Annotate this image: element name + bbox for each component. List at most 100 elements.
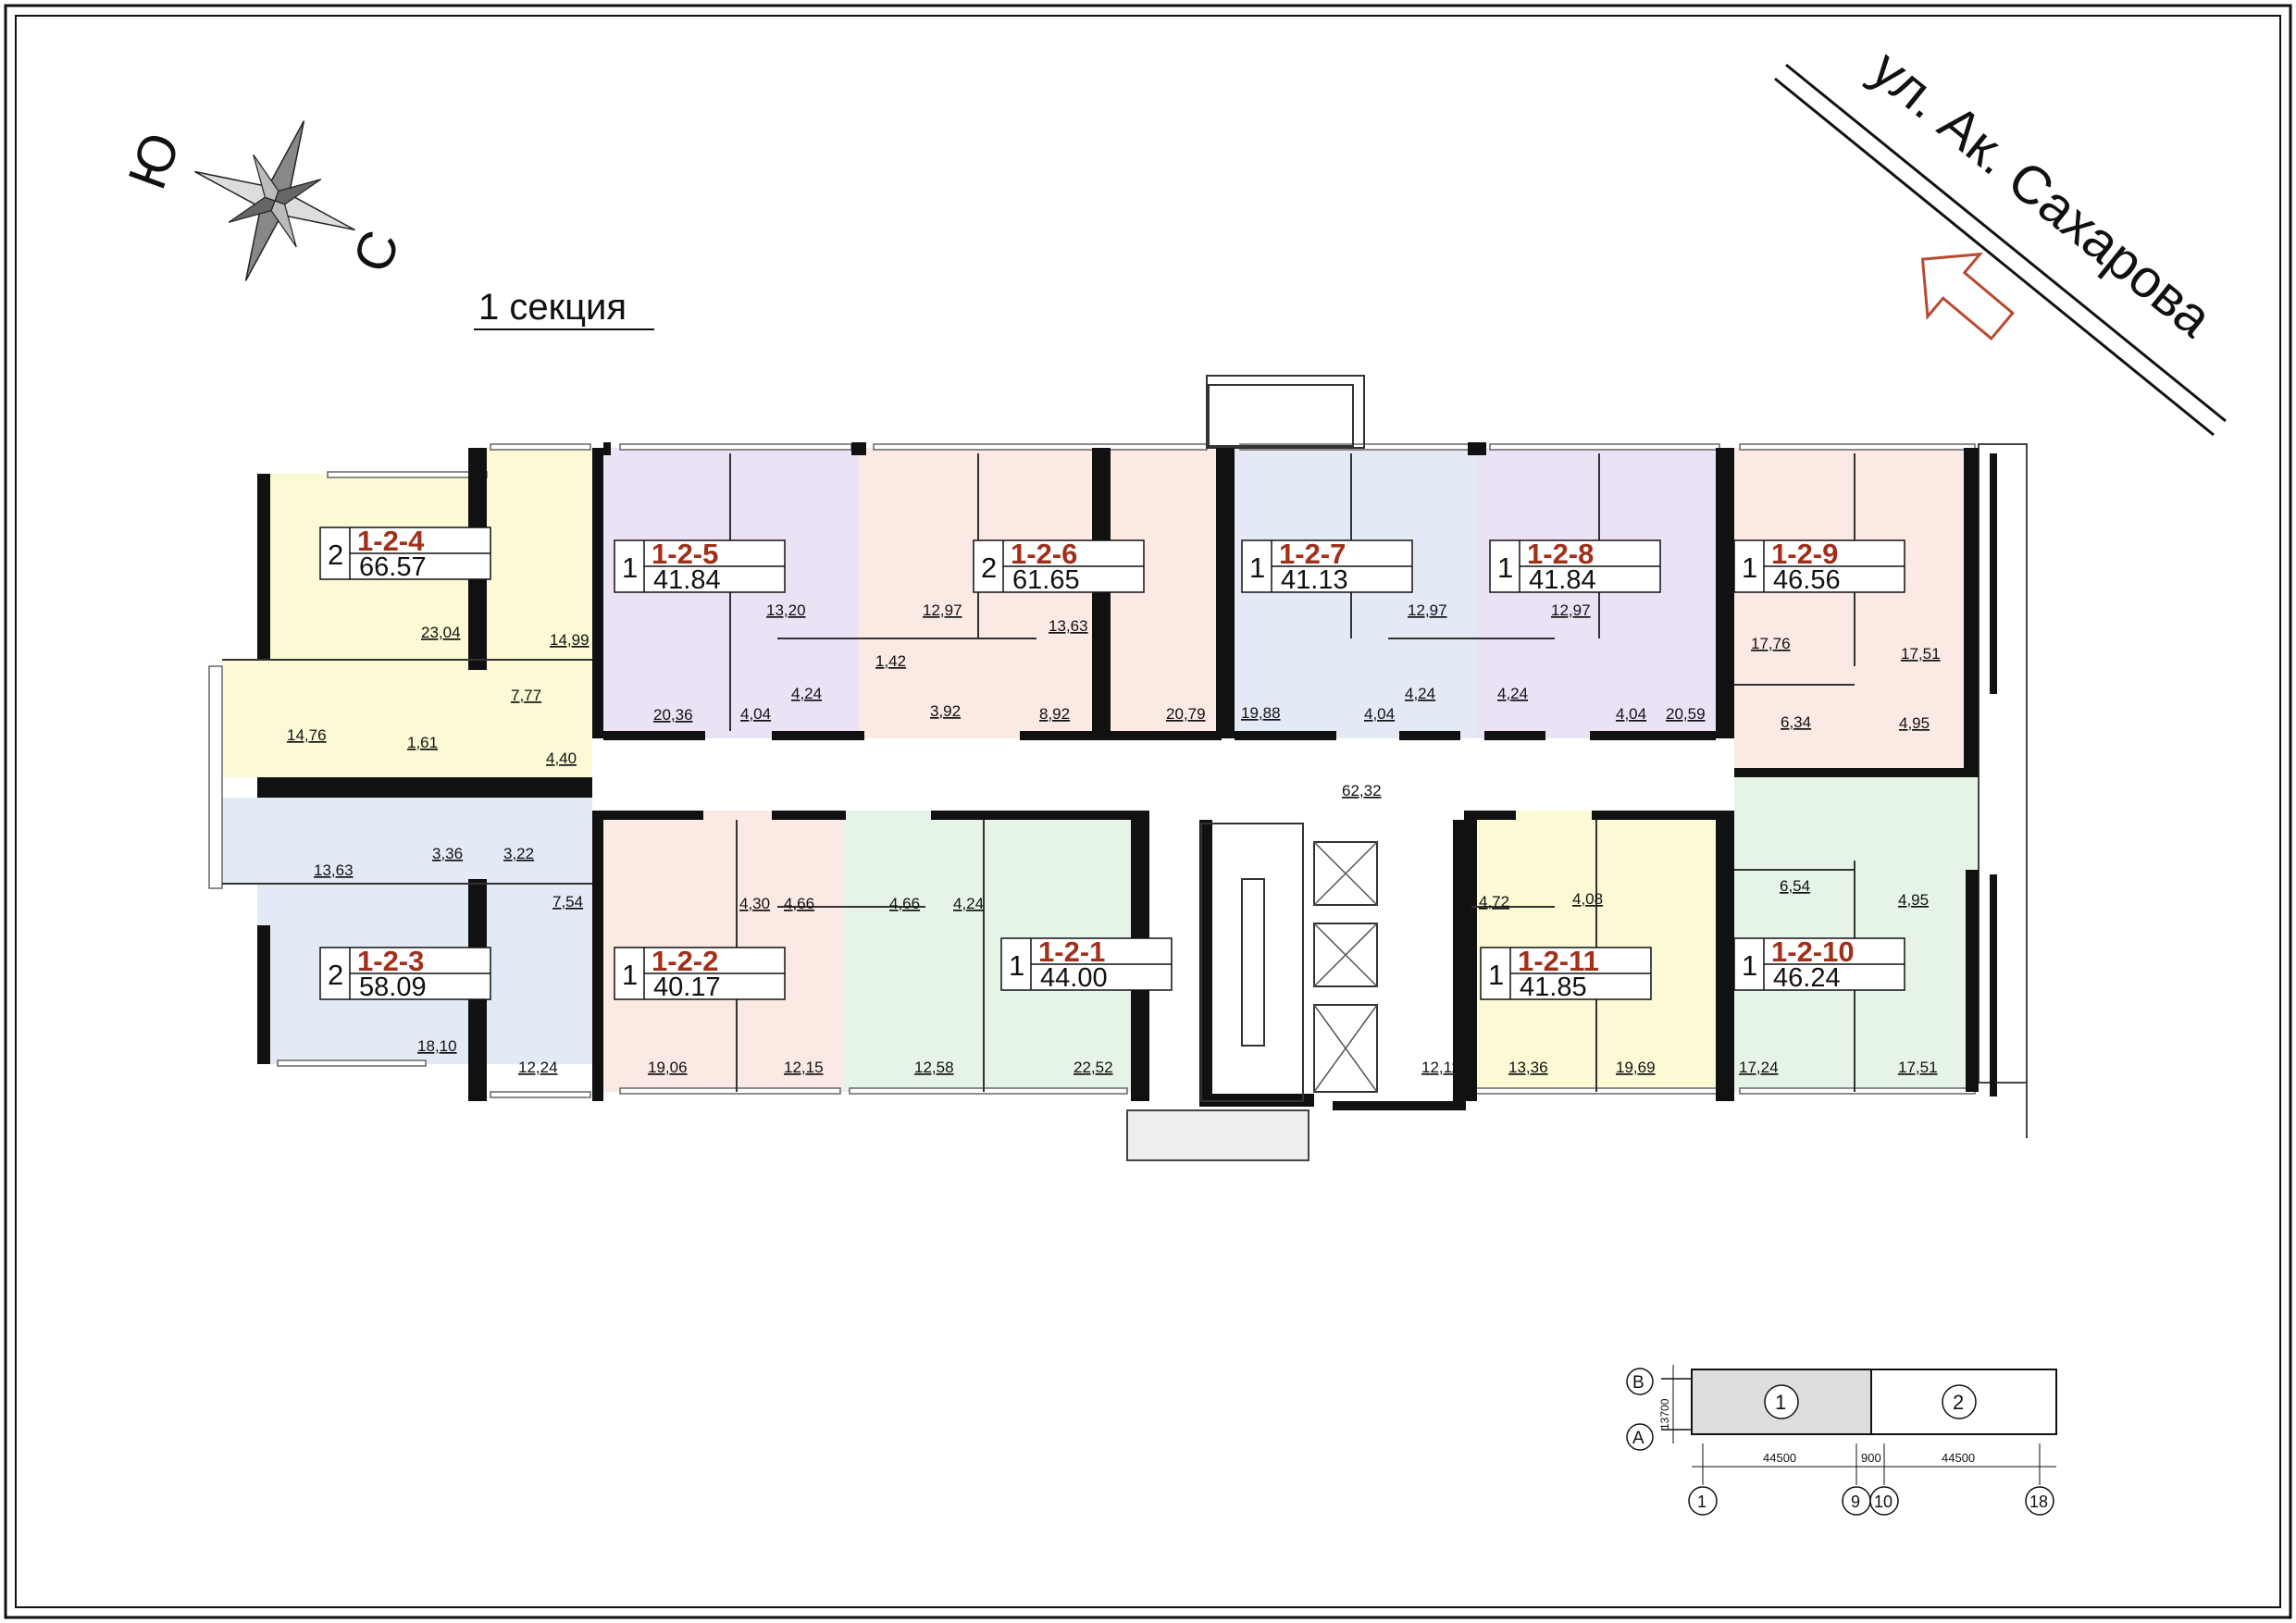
- apartment-fill-1-2-4: [222, 448, 592, 777]
- room-area-label: 4,24: [953, 895, 984, 912]
- apartment-code: 1-2-10: [1771, 935, 1855, 968]
- apartment-total-area: 41.84: [653, 565, 721, 595]
- room-area-label: 18,10: [417, 1037, 457, 1055]
- apartment-fill-1-2-8: [1477, 448, 1725, 738]
- room-area-label: 4,30: [739, 895, 770, 912]
- apartment-code: 1-2-1: [1038, 935, 1105, 968]
- dimension-label: 44500: [1763, 1451, 1796, 1465]
- apartment-rooms: 1: [1742, 551, 1757, 584]
- apartment-rooms: 2: [328, 539, 343, 571]
- room-area-label: 4,66: [784, 895, 814, 912]
- compass-rose-icon: [194, 120, 355, 281]
- axis-bubble: 18: [2025, 1486, 2054, 1516]
- room-area-label: 4,66: [889, 895, 920, 912]
- room-area-label: 20,59: [1666, 705, 1706, 723]
- room-area-label: 12,11: [1421, 1059, 1459, 1076]
- axis-bubble: 1: [1688, 1486, 1718, 1516]
- room-area-label: 3,22: [503, 845, 534, 862]
- room-area-label: 12,58: [914, 1059, 954, 1076]
- dimension-label: 900: [1861, 1451, 1881, 1465]
- axis-bubble: В: [1626, 1368, 1654, 1395]
- apartment-rooms: 1: [622, 959, 638, 991]
- apartment-code: 1-2-9: [1771, 538, 1838, 570]
- apartment-total-area: 41.84: [1529, 565, 1596, 595]
- apartment-total-area: 66.57: [359, 552, 427, 582]
- room-area-label: 7,77: [511, 687, 541, 704]
- apartment-total-area: 41.85: [1520, 973, 1587, 1002]
- room-area-label: 4,08: [1572, 890, 1603, 908]
- axis-bubble: 9: [1842, 1486, 1871, 1516]
- axis-bubble: 10: [1869, 1486, 1899, 1516]
- apartment-code: 1-2-5: [652, 538, 718, 570]
- balcony-top: [1206, 375, 1365, 449]
- room-area-label: 23,04: [421, 624, 461, 641]
- room-area-label: 4,24: [1405, 685, 1435, 702]
- room-area-label: 12,97: [1408, 601, 1447, 619]
- room-area-label: 6,34: [1781, 713, 1811, 731]
- axis-label: 9: [1851, 1493, 1860, 1511]
- room-area-label: 14,76: [287, 726, 327, 744]
- balcony-bottom: [1126, 1109, 1309, 1161]
- partitions: [222, 453, 1855, 1092]
- room-area-label: 12,15: [784, 1059, 824, 1076]
- room-area-label: 1,42: [875, 652, 906, 670]
- room-area-label: 4,95: [1898, 891, 1929, 909]
- apartment-fill-1-2-7: [1235, 448, 1477, 738]
- entrance-arrow-icon: [1920, 252, 2015, 341]
- apartment-code: 1-2-6: [1011, 538, 1077, 570]
- apartment-rooms: 2: [981, 551, 997, 584]
- walls: [257, 442, 1997, 1110]
- apartment-label-1-2-4: 2 1-2-466.57: [319, 525, 491, 582]
- apartment-code: 1-2-4: [357, 525, 425, 557]
- elevator-3: [1313, 1004, 1378, 1093]
- room-area-label: 20,36: [653, 706, 693, 724]
- room-area-label: 17,76: [1751, 635, 1791, 652]
- room-area-label: 19,88: [1241, 704, 1281, 722]
- room-area-label: 19,69: [1616, 1059, 1656, 1076]
- room-area-label: 12,24: [518, 1059, 558, 1076]
- room-area-label: 13,36: [1508, 1059, 1548, 1076]
- outer-frame: [4, 4, 2292, 1619]
- axis-bubble: А: [1626, 1423, 1654, 1451]
- room-area-label: 1,61: [407, 734, 438, 751]
- apartment-fill-1-2-3: [222, 798, 592, 1064]
- room-area-label: 19,06: [648, 1059, 688, 1076]
- apartment-total-area: 58.09: [359, 973, 427, 1002]
- apartment-code: 1-2-8: [1527, 538, 1594, 570]
- apartment-code: 1-2-2: [652, 945, 718, 977]
- room-area-label: 14,99: [550, 631, 590, 649]
- street-name: ул. Ак. Сахарова: [1860, 39, 2224, 350]
- apartment-fills: [222, 448, 1979, 1092]
- axis-label: В: [1632, 1373, 1644, 1393]
- elevator-2: [1313, 923, 1378, 987]
- section-title: 1 секция: [478, 287, 627, 328]
- section-bubble: 1: [1764, 1384, 1799, 1419]
- elevator-1: [1313, 841, 1378, 906]
- compass-north-label: С: [341, 223, 411, 280]
- room-area-label: 4,04: [740, 705, 771, 723]
- section-number: 1: [1775, 1391, 1786, 1414]
- section-bubble: 2: [1942, 1384, 1977, 1419]
- room-area-label: 4,24: [791, 685, 822, 702]
- room-area-label: 13,20: [766, 601, 806, 619]
- apartment-rooms: 1: [1488, 959, 1504, 991]
- room-area-label: 12,97: [1551, 601, 1591, 619]
- balcony-right: [1978, 443, 2028, 1084]
- dimension-label: 13700: [1658, 1398, 1671, 1430]
- apartment-label-1-2-2: 1 1-2-240.17: [614, 945, 786, 1002]
- apartment-fill-1-2-10: [1734, 775, 1979, 1092]
- apartment-code: 1-2-3: [357, 945, 424, 977]
- apartment-total-area: 46.24: [1773, 963, 1841, 993]
- windows: [208, 443, 1976, 1098]
- apartment-total-area: 40.17: [653, 973, 721, 1002]
- apartment-code: 1-2-11: [1518, 945, 1599, 977]
- apartment-total-area: 44.00: [1040, 963, 1108, 993]
- street-line: [1785, 63, 2227, 423]
- apartment-rooms: 2: [328, 959, 343, 991]
